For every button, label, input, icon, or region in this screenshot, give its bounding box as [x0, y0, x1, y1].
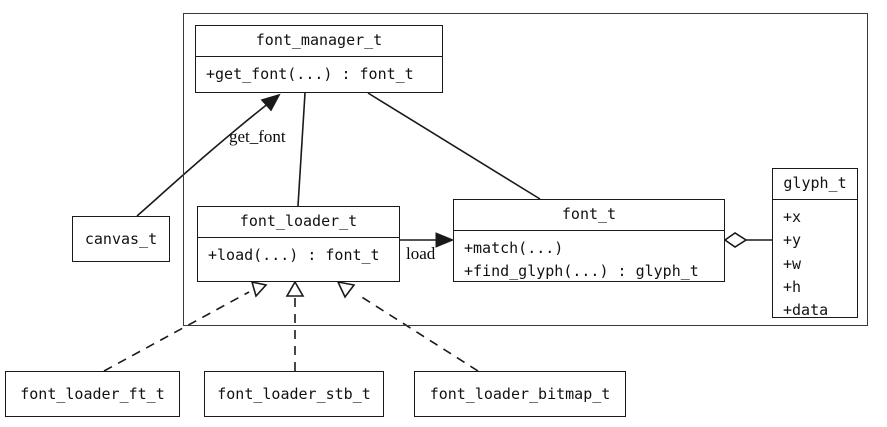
class-title-font-loader-bitmap-t: font_loader_bitmap_t	[429, 384, 611, 403]
operation-find-glyph: +find_glyph(...) : glyph_t	[464, 262, 699, 281]
edge-ft-realizes-font-loader	[103, 280, 268, 372]
attribute-x: +x	[783, 208, 802, 226]
edge-label-get-font: get_font	[229, 127, 286, 146]
class-font-loader-ft-t[interactable]: font_loader_ft_t	[5, 371, 180, 417]
class-operations-font-loader-t: +load(...) : font_t	[198, 237, 399, 273]
attribute-data: +data	[783, 301, 829, 319]
class-title-font-loader-ft-t: font_loader_ft_t	[20, 384, 165, 403]
edge-label-load: load	[406, 244, 436, 263]
class-glyph-t[interactable]: glyph_t +x +y +w +h +data	[772, 168, 858, 319]
operation-get-font: +get_font(...) : font_t	[206, 65, 414, 83]
attribute-w: +w	[783, 254, 802, 273]
edge-font-manager-to-font-loader	[297, 92, 306, 207]
class-title-font-loader-stb-t: font_loader_stb_t	[217, 384, 371, 403]
class-operations-font-t: +match(...) +find_glyph(...) : glyph_t	[454, 230, 724, 290]
class-font-loader-bitmap-t[interactable]: font_loader_bitmap_t	[414, 371, 626, 417]
class-attributes-glyph-t: +x +y +w +h +data	[773, 199, 857, 328]
class-operations-font-manager-t: +get_font(...) : font_t	[196, 56, 442, 92]
class-title-font-manager-t: font_manager_t	[255, 31, 383, 49]
edge-font-manager-to-font-t	[367, 92, 541, 200]
attribute-h: +h	[783, 277, 802, 296]
edge-font-t-to-glyph-t	[723, 232, 772, 248]
operation-load: +load(...) : font_t	[208, 246, 380, 264]
edge-canvas-to-font-manager	[136, 93, 281, 217]
class-title-font-loader-t: font_loader_t	[239, 212, 358, 230]
edge-font-loader-to-font-t	[400, 232, 455, 248]
edge-stb-realizes-font-loader	[285, 280, 305, 371]
attribute-y: +y	[783, 231, 802, 250]
class-font-manager-t[interactable]: font_manager_t +get_font(...) : font_t	[195, 25, 443, 93]
class-title-canvas-t: canvas_t	[84, 229, 158, 248]
class-font-loader-t[interactable]: font_loader_t +load(...) : font_t	[197, 206, 400, 282]
class-font-t[interactable]: font_t +match(...) +find_glyph(...) : gl…	[453, 199, 725, 282]
operation-match: +match(...)	[464, 239, 564, 257]
class-title-glyph-t: glyph_t	[783, 174, 847, 192]
class-canvas-t[interactable]: canvas_t	[72, 216, 170, 262]
font-module-boundary	[183, 13, 868, 326]
class-font-loader-stb-t[interactable]: font_loader_stb_t	[204, 371, 384, 417]
edge-bitmap-realizes-font-loader	[336, 280, 479, 372]
class-title-font-t: font_t	[561, 205, 617, 223]
